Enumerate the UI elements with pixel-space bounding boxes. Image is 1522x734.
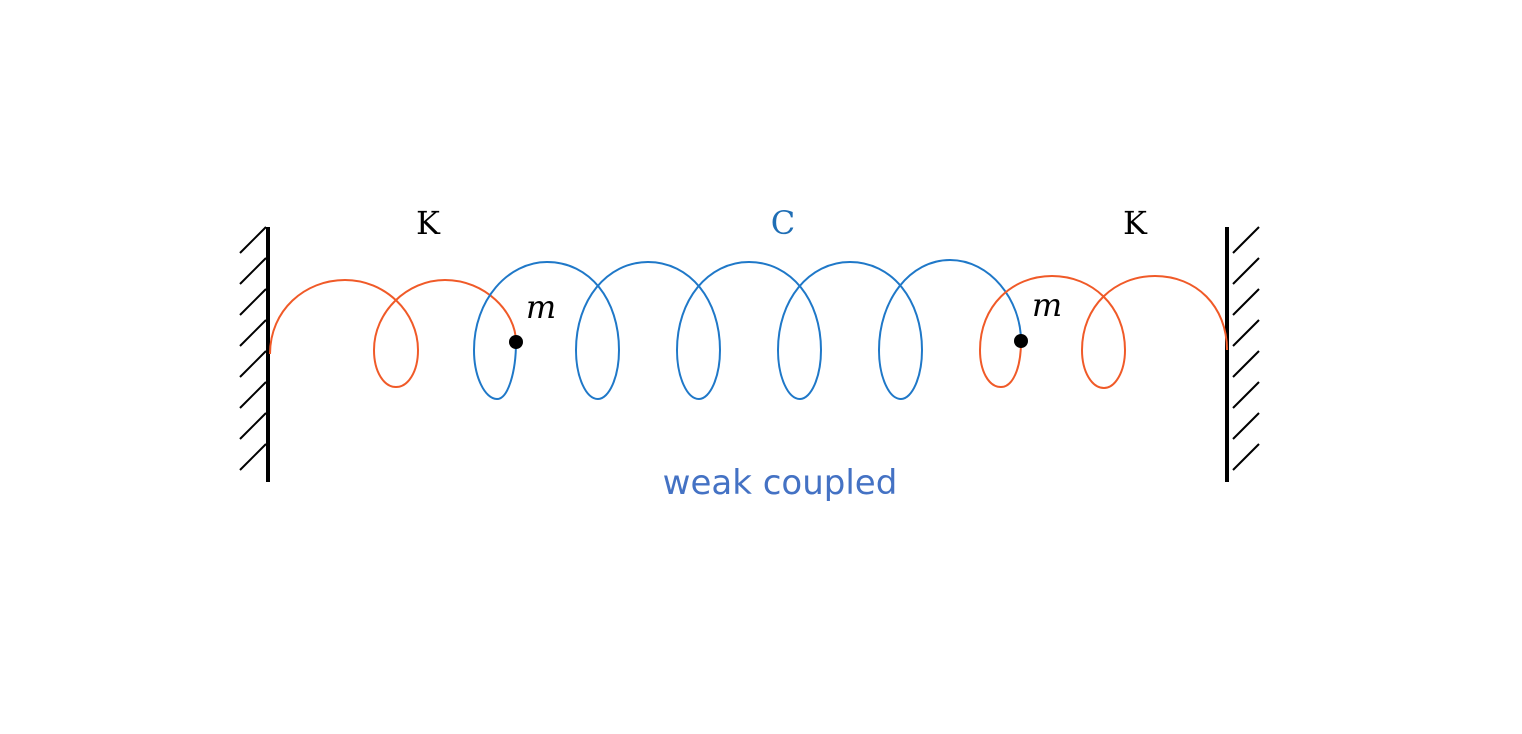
left-mass-label: m <box>526 288 556 326</box>
left-wall-hatching <box>239 226 267 471</box>
right-spring-label: K <box>1123 204 1148 242</box>
right-wall <box>1225 226 1260 482</box>
right-mass-dot <box>1014 334 1028 348</box>
diagram-caption: weak coupled <box>663 463 898 503</box>
left-spring-k <box>269 278 517 389</box>
right-wall-hatching <box>1232 226 1260 471</box>
right-spring-k <box>978 274 1228 390</box>
right-mass-label: m <box>1032 286 1062 324</box>
coupling-spring-label: C <box>771 204 795 242</box>
left-spring-label: K <box>416 204 441 242</box>
coupling-spring-c <box>472 258 1022 401</box>
left-mass-dot <box>509 335 523 349</box>
left-wall <box>239 226 270 482</box>
